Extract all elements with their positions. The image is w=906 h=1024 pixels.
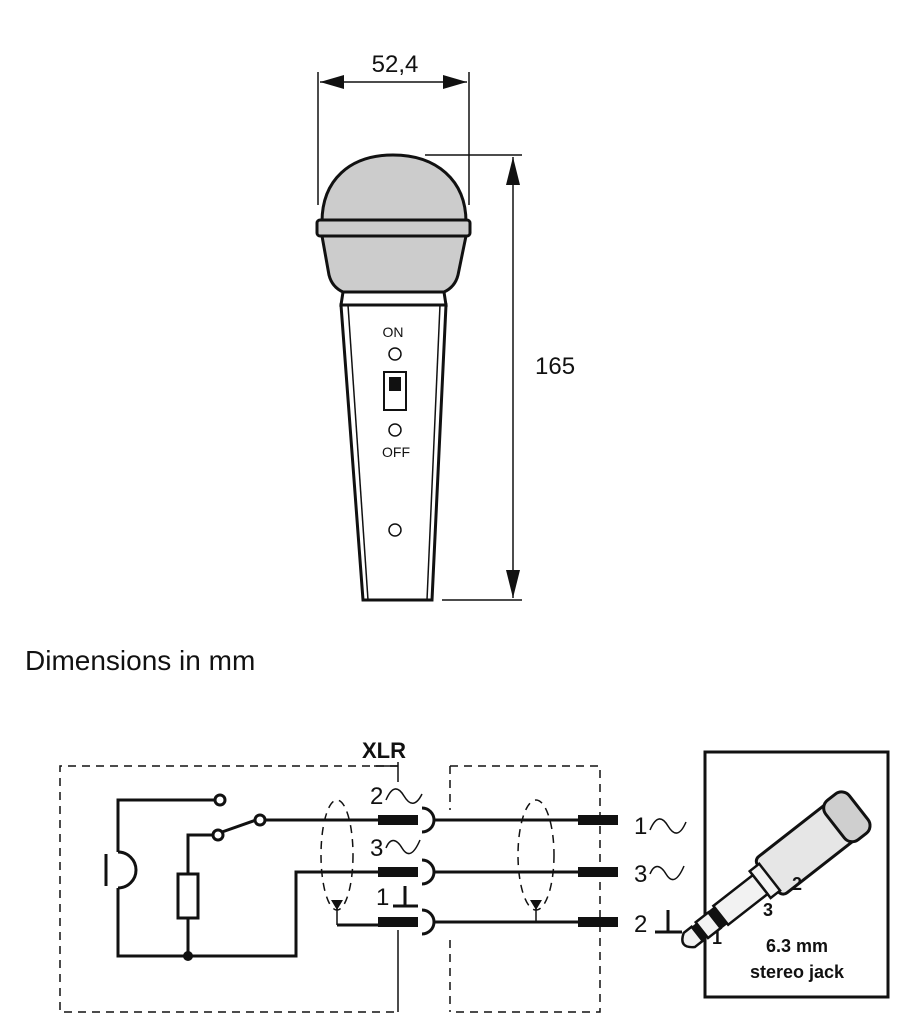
ground-symbol-icon [393,886,418,908]
jack-label-2: 2 [792,874,802,894]
dimensions-caption: Dimensions in mm [25,645,255,676]
jack-size-label: 6.3 mm [766,936,828,956]
dimension-width: 52,4 [317,51,470,205]
switch-contact-bottom [211,828,225,842]
xlr-pin-1-label: 1 [376,884,389,911]
stereo-jack-icon [681,790,872,949]
xlr-pin-2-label: 2 [370,783,383,810]
output-hot-wave-icon [649,818,687,834]
microphone-ring [315,218,472,238]
jack-label-3: 3 [763,900,773,920]
switch-off-indicator [388,423,402,437]
output-pin-3-label: 3 [634,861,647,888]
microphone-grille-lower [320,234,468,294]
jack-type-label: stereo jack [750,962,845,982]
microphone-handle [339,303,448,602]
dimension-width-value: 52,4 [372,51,419,78]
jack-panel: 1 3 2 6.3 mm stereo jack [681,750,890,999]
switch-off-label: OFF [382,444,410,460]
microphone-grille [320,153,468,224]
dimension-height: 165 [425,154,575,601]
output-pin-1-label: 1 [634,813,647,840]
output-cold-wave-icon [649,865,685,881]
jack-label-1: 1 [712,928,722,948]
xlr-pin-3-label: 3 [370,835,383,862]
signal-hot-wave-icon [385,788,423,804]
microphone-collar [339,290,448,307]
handle-screw [388,523,402,537]
wiring-diagram: XLR 2 3 1 [59,738,687,1013]
switch-contact-top [213,793,227,807]
signal-cold-wave-icon [385,839,421,855]
resistor-icon [176,872,200,920]
microphone-drawing: ON OFF [315,153,472,602]
dimension-height-value: 165 [535,353,575,380]
switch-on-label: ON [383,324,404,340]
switch-on-indicator [388,347,402,361]
output-pin-2-label: 2 [634,911,647,938]
xlr-label: XLR [362,738,406,763]
output-ground-symbol-icon [655,910,682,934]
microphone-capsule-icon [104,850,138,890]
switch-pivot [253,813,267,827]
